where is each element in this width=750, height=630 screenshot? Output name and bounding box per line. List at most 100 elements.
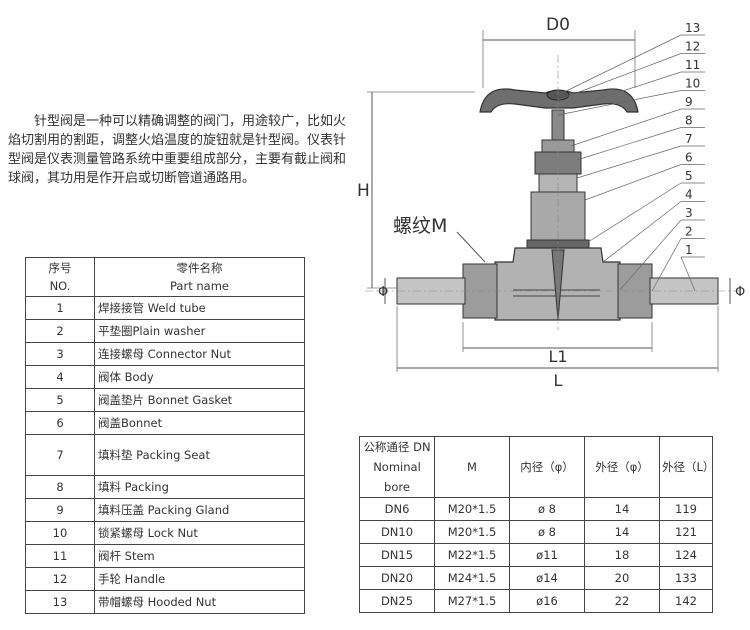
callout-leader: [584, 182, 682, 245]
spec-cell: 14: [584, 520, 660, 544]
callout-leader: [557, 53, 682, 101]
callout-leader: [576, 145, 682, 179]
spec-cell: 142: [659, 589, 713, 613]
callout-label: 10: [685, 77, 700, 91]
label-l: L: [554, 371, 563, 390]
parts-cell-name: 阀杆 Stem: [94, 544, 305, 568]
parts-cell-no: 12: [25, 567, 95, 591]
parts-cell-name: 填料 Packing: [94, 475, 305, 499]
parts-cell-no: 13: [25, 590, 95, 614]
callout-label: 12: [685, 40, 700, 54]
parts-cell-name: 连接螺母 Connector Nut: [94, 342, 305, 366]
parts-header-no-en: NO.: [49, 279, 71, 293]
callout-label: 6: [685, 151, 693, 165]
parts-cell-no: 1: [25, 296, 95, 320]
callout-leader: [557, 90, 682, 116]
spec-cell: M20*1.5: [434, 520, 510, 544]
callout-label: 5: [685, 169, 693, 183]
callout-label: 13: [685, 21, 700, 35]
parts-cell-name: 带帽螺母 Hooded Nut: [94, 590, 305, 614]
spec-cell: 119: [659, 497, 713, 521]
spec-cell: ø 8: [509, 520, 585, 544]
label-phi-right: Φ: [735, 285, 745, 300]
callout-leader: [651, 238, 682, 292]
parts-cell-name: 阀体 Body: [94, 365, 305, 389]
spec-cell: DN6: [359, 497, 435, 521]
spec-header-length: 外径（L）: [659, 436, 714, 498]
parts-table-header: 序号 NO. 零件名称 Part name: [25, 257, 305, 297]
callout-leader: [602, 201, 682, 263]
callout-leader: [557, 34, 682, 96]
callout-label: 2: [685, 225, 693, 239]
spec-cell: 20: [584, 566, 660, 590]
parts-cell-no: 7: [25, 434, 95, 476]
spec-cell: 18: [584, 543, 660, 567]
spec-cell: 121: [659, 520, 713, 544]
parts-cell-no: 10: [25, 521, 95, 545]
callout-label: 7: [685, 132, 693, 146]
label-h: H: [357, 181, 370, 201]
parts-cell-name: 填料垫 Packing Seat: [94, 434, 305, 476]
spec-header-m: M: [434, 436, 510, 498]
parts-header-name-cn: 零件名称: [176, 261, 223, 275]
parts-header-name-en: Part name: [170, 279, 229, 293]
spec-cell: ø 8: [509, 497, 585, 521]
spec-cell: ø14: [509, 566, 585, 590]
label-l1: L1: [548, 347, 567, 366]
spec-cell: M24*1.5: [434, 566, 510, 590]
label-d0: D0: [546, 15, 570, 35]
parts-header-name: 零件名称 Part name: [94, 257, 305, 297]
parts-cell-name: 手轮 Handle: [94, 567, 305, 591]
spec-table: 公称通径 DN Nominal bore M 内径（φ） 外径（φ） 外径（L）…: [359, 436, 714, 613]
spec-cell: 133: [659, 566, 713, 590]
parts-cell-no: 5: [25, 388, 95, 412]
intro-paragraph: 针型阀是一种可以精确调整的阀门，用途较广，比如火焰切割用的割距，调整火焰温度的旋…: [8, 114, 347, 186]
spec-cell: DN25: [359, 589, 435, 613]
spec-cell: ø16: [509, 589, 585, 613]
handwheel: [479, 88, 639, 113]
callout-label: 3: [685, 206, 693, 220]
label-thread-m: 螺纹M: [393, 215, 447, 237]
spec-cell: M20*1.5: [434, 497, 510, 521]
spec-cell: ø11: [509, 543, 585, 567]
parts-cell-name: 焊接接管 Weld tube: [94, 296, 305, 320]
spec-header-dn-text: 公称通径 DN Nominal bore: [363, 440, 431, 494]
spec-cell: DN10: [359, 520, 435, 544]
spec-cell: M27*1.5: [434, 589, 510, 613]
parts-cell-no: 11: [25, 544, 95, 568]
spec-cell: 22: [584, 589, 660, 613]
callout-leader: [570, 108, 682, 147]
spec-cell: DN15: [359, 543, 435, 567]
callout-leader: [594, 71, 682, 101]
callout-label: 11: [685, 58, 700, 72]
parts-cell-name: 阀盖垫片 Bonnet Gasket: [94, 388, 305, 412]
spec-header-dn: 公称通径 DN Nominal bore: [359, 436, 435, 498]
callout-label: 9: [685, 95, 693, 109]
parts-header-no-cn: 序号: [48, 261, 72, 275]
spec-cell: DN20: [359, 566, 435, 590]
spec-header-inner: 内径（φ）: [509, 436, 585, 498]
parts-cell-name: 锁紧螺母 Lock Nut: [94, 521, 305, 545]
parts-cell-name: 阀盖Bonnet: [94, 411, 305, 435]
parts-cell-no: 8: [25, 475, 95, 499]
